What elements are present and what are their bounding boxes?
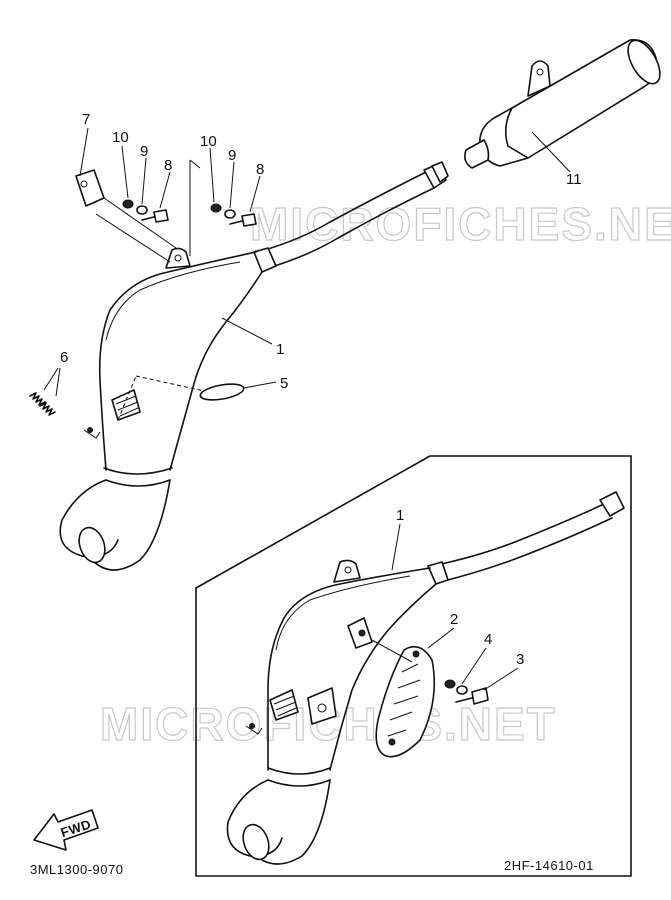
exhaust-pipe-inset — [226, 491, 625, 865]
watermark-top: MICROFICHES.NET — [250, 198, 671, 250]
inset-code: 2HF-14610-01 — [504, 858, 594, 873]
heat-protector-part — [371, 639, 436, 758]
callout-11: 11 — [566, 171, 582, 188]
callout-1-top: 1 — [276, 341, 284, 358]
callout-8-right: 8 — [256, 161, 264, 178]
callout-9-right: 9 — [228, 147, 236, 164]
top-fasteners — [75, 159, 257, 263]
muffler-part — [464, 39, 661, 169]
callout-10-right: 10 — [200, 133, 217, 150]
inset-fasteners — [444, 679, 489, 705]
callout-7: 7 — [82, 111, 90, 128]
callout-3: 3 — [516, 651, 524, 668]
spring-parts — [29, 367, 61, 416]
fwd-arrow: FWD — [33, 809, 99, 851]
leader-lines — [79, 127, 571, 691]
callout-10-left: 10 — [112, 129, 129, 146]
diagram-code: 3ML1300-9070 — [30, 862, 123, 877]
callout-4: 4 — [484, 631, 492, 648]
callout-2: 2 — [450, 611, 458, 628]
inset-frame — [195, 455, 632, 877]
callout-9-left: 9 — [140, 143, 148, 160]
exhaust-pipe-top — [59, 161, 449, 571]
callout-6: 6 — [60, 349, 68, 366]
gasket-part — [199, 381, 277, 401]
callout-8-left: 8 — [164, 157, 172, 174]
callout-5: 5 — [280, 375, 288, 392]
callout-1-inset: 1 — [396, 507, 404, 524]
